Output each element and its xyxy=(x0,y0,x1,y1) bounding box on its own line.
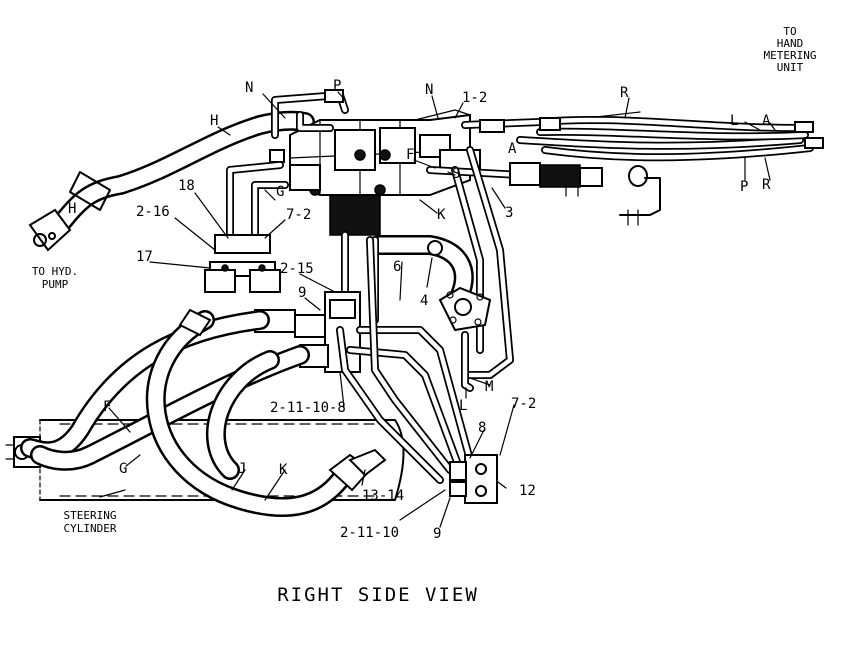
elbow-tube-6 xyxy=(370,235,492,332)
callout-7-2-top: 7-2 xyxy=(286,207,311,223)
manifold-left xyxy=(204,161,289,293)
note-hand-metering-line2: HAND xyxy=(777,37,804,50)
callout-9-low: 9 xyxy=(433,526,441,542)
note-hand-metering: TO HAND METERING UNIT xyxy=(764,25,817,74)
note-hyd-pump-line2: PUMP xyxy=(42,278,69,291)
callout-f-cyl: F xyxy=(103,399,111,415)
callout-2-16: 2-16 xyxy=(136,204,170,220)
callout-3: 3 xyxy=(505,205,513,221)
callout-h-top: H xyxy=(210,113,218,129)
callout-9-mid: 9 xyxy=(298,285,306,301)
note-hyd-pump: TO HYD. PUMP xyxy=(32,265,78,291)
callout-labels: N P N 1-2 R H H 18 2-16 17 G 7-2 2-15 9 … xyxy=(68,78,771,542)
callout-8: 8 xyxy=(478,420,486,436)
mounting-bracket xyxy=(619,165,661,226)
callout-s-valve: S xyxy=(452,166,460,182)
callout-f-valve: F xyxy=(406,147,414,163)
block-12 xyxy=(449,454,498,504)
tubes-to-block xyxy=(336,236,474,484)
callout-6: 6 xyxy=(393,259,401,275)
note-steering-cylinder: STEERING CYLINDER xyxy=(64,509,117,535)
note-hand-metering-line1: TO xyxy=(783,25,796,38)
callout-7-2-low: 7-2 xyxy=(511,396,536,412)
pump-fitting xyxy=(28,208,72,252)
callout-n-right: N xyxy=(425,82,433,98)
callout-4: 4 xyxy=(420,293,428,309)
callout-l-low: L xyxy=(459,398,467,414)
callout-12: 12 xyxy=(519,483,536,499)
leader-lines xyxy=(99,91,776,528)
callout-2-15: 2-15 xyxy=(280,261,314,277)
callout-2-11-10: 2-11-10 xyxy=(340,525,399,541)
callout-1-2: 1-2 xyxy=(462,90,487,106)
callout-g-mid: G xyxy=(276,184,284,200)
hoses-right xyxy=(461,111,824,162)
note-hand-metering-line3: METERING xyxy=(764,49,817,62)
callout-m-low: M xyxy=(485,379,493,395)
callout-h-left: H xyxy=(68,201,76,217)
callout-13-14: 13-14 xyxy=(362,488,404,504)
callout-k-valve: K xyxy=(437,207,446,223)
callout-n-left: N xyxy=(245,80,253,96)
callout-l-right: L xyxy=(730,113,738,129)
tubes-top xyxy=(269,89,349,163)
callout-r-right: R xyxy=(762,177,771,193)
note-steering-line1: STEERING xyxy=(64,509,117,522)
hose-h xyxy=(50,110,315,235)
callout-j-cyl: J xyxy=(238,461,246,477)
view-caption: RIGHT SIDE VIEW xyxy=(277,584,479,606)
valve-block xyxy=(289,109,481,236)
callout-p-top: P xyxy=(333,78,341,94)
callout-g-cyl: G xyxy=(119,461,127,477)
callout-2-11-10-8: 2-11-10-8 xyxy=(270,400,346,416)
callout-k-cyl: K xyxy=(279,462,288,478)
callout-a-right: A xyxy=(762,113,771,129)
note-hyd-pump-line1: TO HYD. xyxy=(32,265,78,278)
callout-p-right: P xyxy=(740,179,748,195)
callout-17: 17 xyxy=(136,249,153,265)
callout-18: 18 xyxy=(178,178,195,194)
callout-r-top: R xyxy=(620,85,629,101)
note-hand-metering-line4: UNIT xyxy=(777,61,804,74)
note-steering-line2: CYLINDER xyxy=(64,522,117,535)
hoses-cylinder xyxy=(20,308,387,517)
callout-a-valve: A xyxy=(508,141,517,157)
